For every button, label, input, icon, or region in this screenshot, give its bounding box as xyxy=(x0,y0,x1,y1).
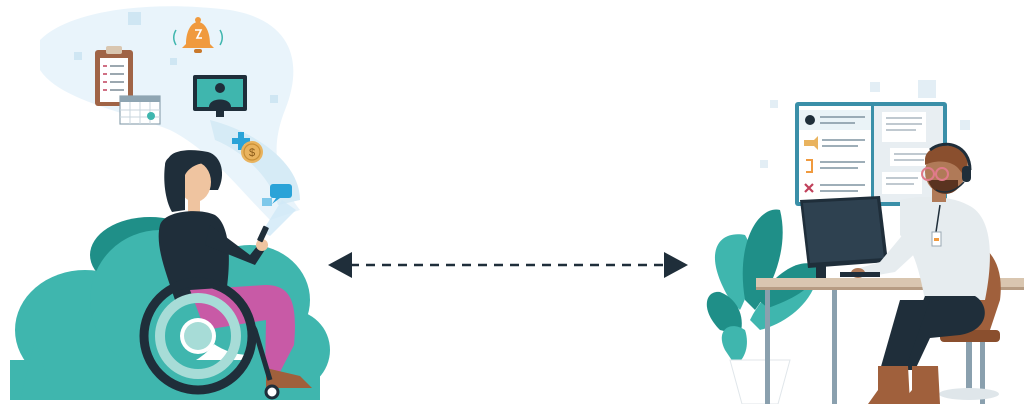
provider-dashboard-screen xyxy=(795,102,947,206)
connection-arrow xyxy=(328,252,688,278)
phone-glow xyxy=(262,200,296,236)
coin-icon: $ xyxy=(241,141,263,163)
svg-text:$: $ xyxy=(249,147,255,159)
video-call-doctor-icon xyxy=(193,75,247,117)
provider-figure xyxy=(840,142,990,404)
close-icon xyxy=(804,183,814,193)
wheelchair xyxy=(139,277,280,400)
calendar-icon xyxy=(119,95,161,125)
avatar-icon xyxy=(805,115,815,125)
arrow-right-icon xyxy=(664,252,688,278)
clipboard-icon xyxy=(95,46,133,106)
medical-cross-icon xyxy=(232,132,250,150)
bracket-icon xyxy=(806,159,813,173)
megaphone-icon xyxy=(804,136,818,150)
bell-icon xyxy=(173,17,223,53)
arrow-left-icon xyxy=(328,252,352,278)
provider-plant xyxy=(706,209,820,404)
chat-bubble-icon xyxy=(262,184,292,206)
provider-mist xyxy=(760,80,970,168)
provider-desk xyxy=(756,278,1024,404)
